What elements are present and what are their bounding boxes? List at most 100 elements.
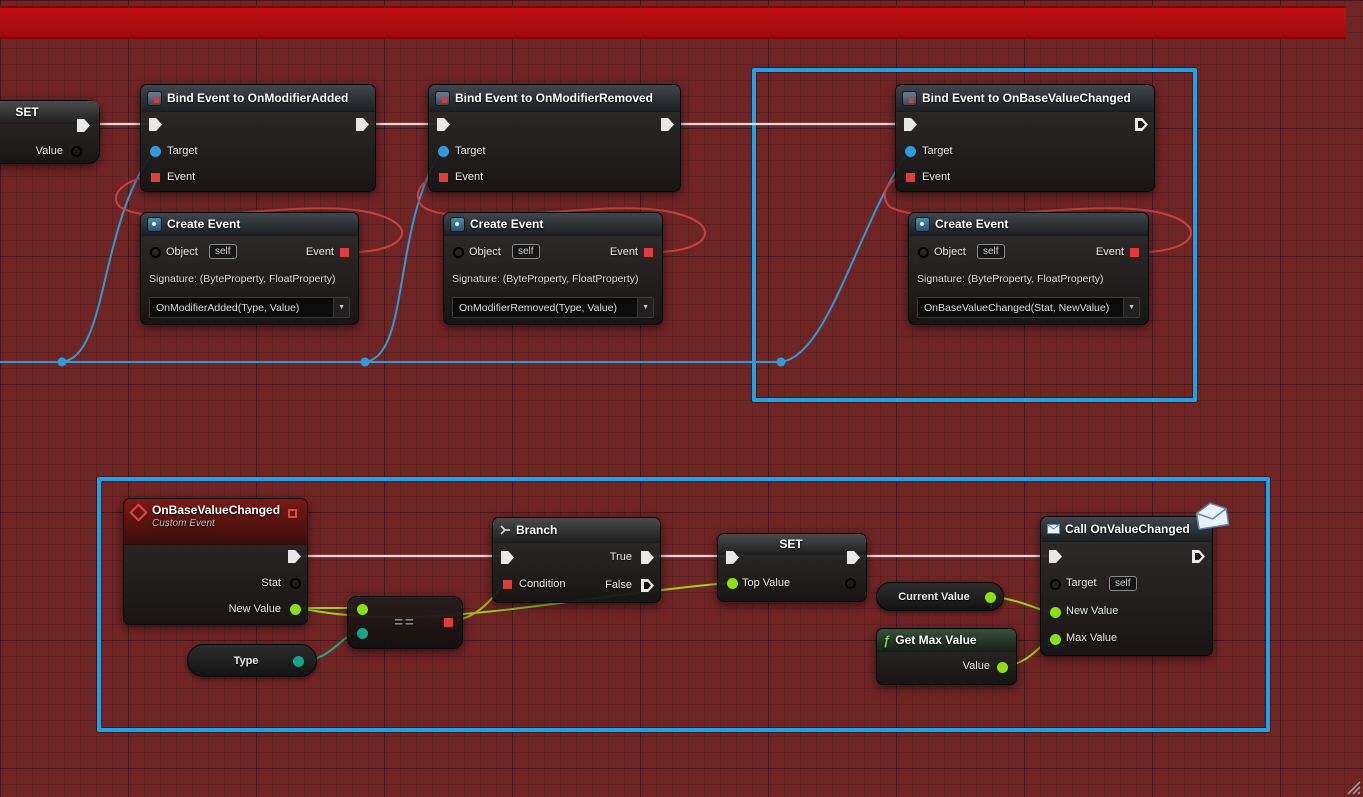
bind-event-onbasevaluechanged-node[interactable]: Bind Event to OnBaseValueChanged Target … [895, 84, 1155, 192]
bind-event-onmodifierremoved-node[interactable]: Bind Event to OnModifierRemoved Target E… [428, 84, 681, 192]
target-pin-label: Target [167, 145, 198, 157]
value-output-pin[interactable] [71, 146, 82, 157]
node-title: Bind Event to OnModifierRemoved [455, 91, 654, 105]
exec-in-pin[interactable] [437, 118, 450, 131]
equals-equals-node[interactable]: == [347, 596, 463, 649]
node-header: Branch [493, 518, 660, 543]
create-event-node-1[interactable]: Create Event Object self Event Signature… [140, 212, 359, 325]
new-value-pin[interactable] [1050, 607, 1061, 618]
node-header: Bind Event to OnModifierAdded [141, 85, 375, 112]
create-event-icon [147, 216, 162, 232]
bind-event-onmodifieradded-node[interactable]: Bind Event to OnModifierAdded Target Eve… [140, 84, 376, 192]
event-pin[interactable] [439, 173, 448, 182]
true-exec-pin[interactable] [641, 551, 654, 564]
new-value-pin-label: New Value [1066, 605, 1119, 617]
node-header: OnBaseValueChanged Custom Event [124, 499, 307, 545]
event-output-pin[interactable] [1130, 248, 1139, 257]
object-self-field[interactable]: self [209, 244, 237, 259]
false-exec-pin[interactable] [641, 579, 654, 592]
delegate-pin[interactable] [288, 509, 297, 518]
event-output-pin[interactable] [644, 248, 653, 257]
set-top-value-node[interactable]: SET Top Value [717, 533, 867, 602]
exec-in-pin[interactable] [904, 118, 917, 131]
type-variable-node[interactable]: Type [187, 644, 317, 677]
current-value-variable-node[interactable]: Current Value [876, 582, 1004, 611]
node-title: Call OnValueChanged [1065, 522, 1190, 536]
operand-b-pin[interactable] [357, 628, 368, 639]
exec-out-pin[interactable] [288, 550, 301, 563]
condition-pin[interactable] [503, 580, 512, 589]
create-event-icon [450, 216, 465, 232]
object-pin[interactable] [150, 247, 161, 258]
condition-pin-label: Condition [519, 578, 566, 590]
branch-node[interactable]: Branch Condition True False [492, 517, 661, 603]
call-onvaluechanged-node[interactable]: Call OnValueChanged Target self New Valu… [1040, 516, 1213, 656]
signature-text: Signature: (ByteProperty, FloatProperty) [917, 273, 1104, 285]
type-output-pin[interactable] [293, 656, 304, 667]
operand-a-pin[interactable] [357, 604, 368, 615]
selected-function: OnModifierRemoved(Type, Value) [459, 301, 617, 314]
new-value-output-pin[interactable] [290, 604, 301, 615]
value-output-pin[interactable] [997, 662, 1008, 673]
top-value-pin-label: Top Value [742, 577, 791, 589]
custom-event-icon [129, 503, 148, 522]
get-max-value-node[interactable]: ƒ Get Max Value Value [876, 628, 1017, 685]
resize-handle[interactable] [1345, 779, 1361, 795]
stat-output-pin[interactable] [290, 578, 301, 589]
value-output-pin[interactable] [845, 578, 856, 589]
result-pin[interactable] [444, 618, 453, 627]
create-event-node-2[interactable]: Create Event Object self Event Signature… [443, 212, 663, 325]
node-title: Get Max Value [895, 633, 977, 647]
max-value-pin[interactable] [1050, 634, 1061, 645]
false-pin-label: False [605, 579, 632, 591]
selected-function: OnModifierAdded(Type, Value) [156, 301, 300, 314]
target-pin[interactable] [905, 146, 916, 157]
exec-out-pin[interactable] [847, 551, 860, 564]
event-pin-label: Event [167, 171, 196, 183]
exec-out-pin[interactable] [1135, 118, 1148, 131]
create-event-node-3[interactable]: Create Event Object self Event Signature… [908, 212, 1149, 325]
event-dispatcher-envelope-icon [1195, 502, 1230, 531]
stat-pin-label: Stat [261, 577, 281, 589]
object-pin[interactable] [918, 247, 929, 258]
node-title: Bind Event to OnBaseValueChanged [922, 91, 1131, 105]
exec-out-pin[interactable] [77, 119, 90, 132]
target-self-field[interactable]: self [1109, 576, 1137, 591]
event-pin[interactable] [151, 173, 160, 182]
top-value-pin[interactable] [727, 578, 738, 589]
target-pin[interactable] [438, 146, 449, 157]
node-header: Create Event [141, 213, 358, 236]
object-pin[interactable] [453, 247, 464, 258]
function-select-dropdown[interactable]: OnBaseValueChanged(Stat, NewValue) ▼ [917, 297, 1140, 318]
exec-out-pin[interactable] [1192, 550, 1205, 563]
target-pin[interactable] [1050, 579, 1061, 590]
function-select-dropdown[interactable]: OnModifierAdded(Type, Value) ▼ [149, 297, 350, 318]
set-node-top[interactable]: SET Value [0, 100, 100, 164]
object-self-field[interactable]: self [512, 244, 540, 259]
target-pin-label: Target [922, 145, 953, 157]
chevron-down-icon: ▼ [333, 298, 349, 317]
exec-wires [93, 122, 1049, 558]
current-value-output-pin[interactable] [985, 592, 996, 603]
event-pin-label: Event [305, 246, 334, 258]
function-select-dropdown[interactable]: OnModifierRemoved(Type, Value) ▼ [452, 297, 654, 318]
onbasevaluechanged-custom-event-node[interactable]: OnBaseValueChanged Custom Event Stat New… [123, 498, 308, 625]
event-output-pin[interactable] [340, 248, 349, 257]
node-title: SET [779, 537, 803, 551]
target-pin[interactable] [150, 146, 161, 157]
exec-in-pin[interactable] [726, 551, 739, 564]
selection-box-bottom [97, 477, 1270, 732]
selected-function: OnBaseValueChanged(Stat, NewValue) [924, 301, 1110, 314]
object-self-field[interactable]: self [977, 244, 1005, 259]
exec-in-pin[interactable] [501, 551, 514, 564]
exec-in-pin[interactable] [1049, 550, 1062, 563]
exec-out-pin[interactable] [356, 118, 369, 131]
event-pin-label: Event [609, 246, 638, 258]
event-pin[interactable] [906, 173, 915, 182]
create-event-icon [915, 216, 930, 232]
exec-out-pin[interactable] [661, 118, 674, 131]
exec-in-pin[interactable] [149, 118, 162, 131]
operator-label: == [394, 614, 416, 631]
value-pin-label: Value [962, 660, 990, 672]
